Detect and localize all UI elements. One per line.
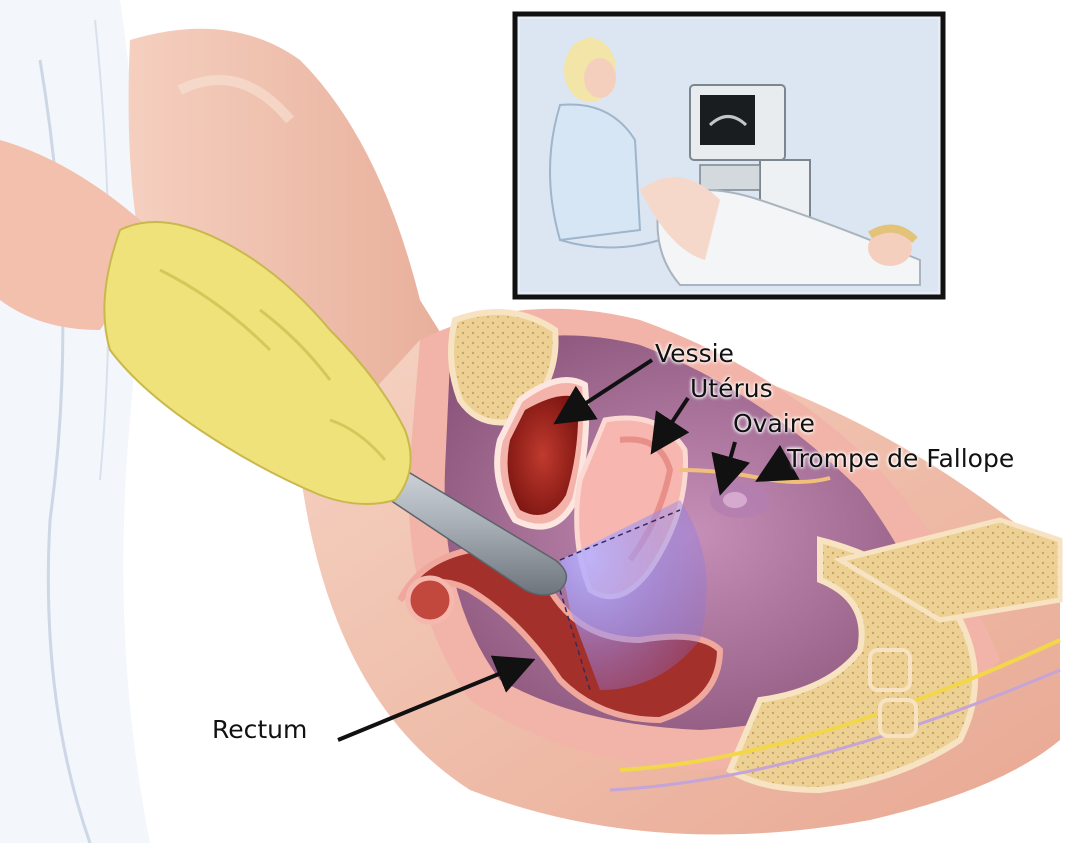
drape: [0, 0, 150, 843]
label-ovaire: Ovaire: [733, 411, 815, 436]
label-uterus: Utérus: [690, 376, 773, 401]
label-rectum: Rectum: [212, 717, 307, 742]
label-vessie: Vessie: [655, 341, 734, 366]
ultrasound-exam-inset: [515, 14, 943, 297]
ovary: [710, 482, 770, 518]
label-trompe-de-fallope: Trompe de Fallope: [787, 446, 1014, 471]
